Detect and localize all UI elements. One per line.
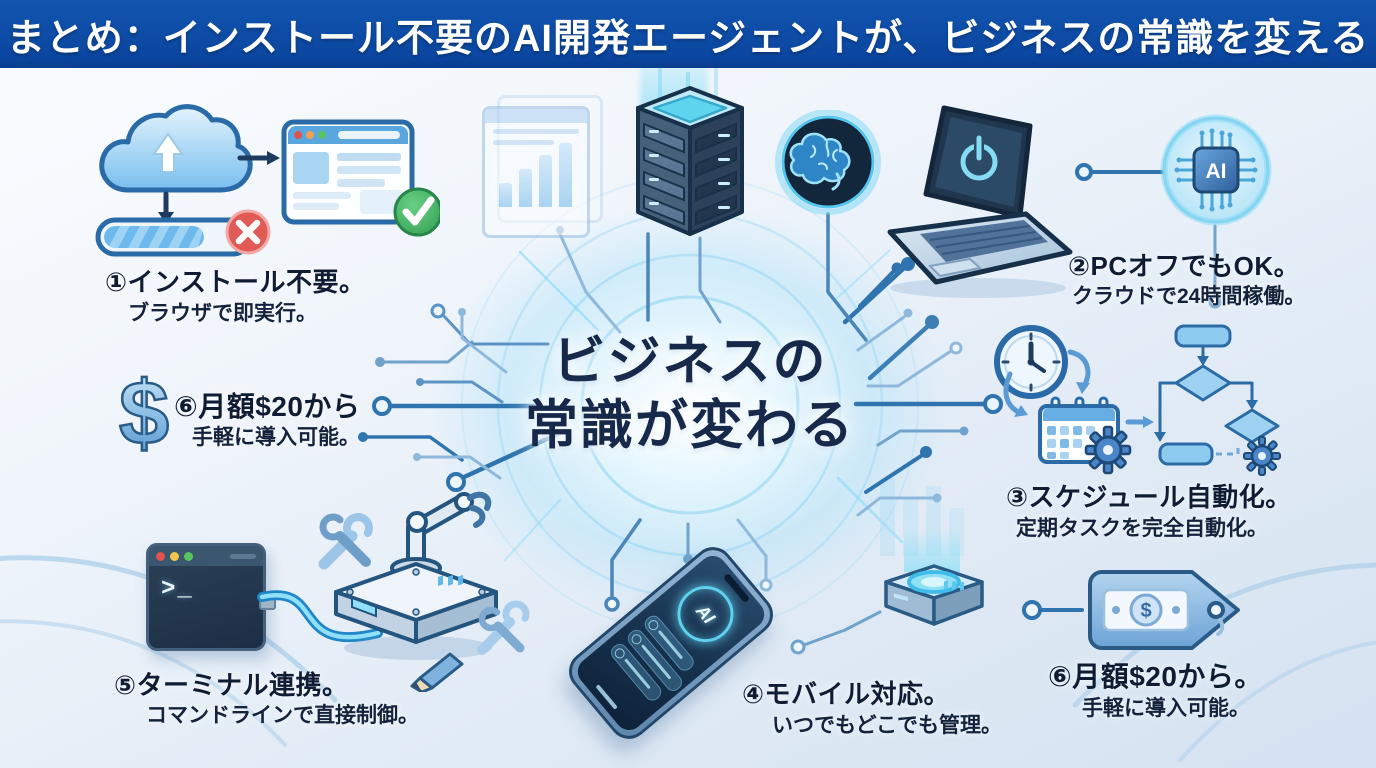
server-rack-icon (636, 86, 744, 236)
flowchart-icon (1154, 324, 1280, 466)
feature-install-title: ①インストール不要。 (105, 267, 366, 297)
gear-icon (1084, 425, 1132, 475)
check-badge-icon (393, 187, 440, 237)
error-badge-icon (225, 209, 271, 255)
tag-hole (1207, 601, 1225, 619)
clock-icon (994, 325, 1068, 399)
banknote-dollar-label: $ (1140, 600, 1151, 622)
wrench-icon (477, 600, 530, 655)
svg-text:$: $ (119, 364, 169, 460)
feature-terminal-title: ⑤ターミナル連携。 (114, 670, 349, 700)
usb-cable-icon (257, 590, 383, 643)
feature-pcoff-icons: AI (887, 105, 1272, 298)
ai-brain-icon (775, 110, 881, 215)
terminal-window-icon: >_ (146, 543, 276, 651)
feature-pcoff-subtitle: クラウドで24時間稼働。 (1072, 285, 1306, 308)
feature-mobile-subtitle: いつでもどこでも管理。 (772, 714, 1002, 737)
upload-arrow-icon (152, 132, 184, 173)
feature-install-subtitle: ブラウザで即実行。 (128, 302, 317, 325)
hub-port-icon (351, 596, 377, 618)
feature-schedule-icons (994, 324, 1281, 476)
gear-small-icon (1243, 436, 1281, 476)
bar-chart-icon (499, 143, 572, 207)
feature-price-bottom-title: ⑥月額$20から。 (1048, 661, 1263, 692)
dollar-sign-icon: $ (118, 364, 171, 460)
feature-schedule-subtitle: 定期タスクを完全自動化。 (1016, 517, 1268, 540)
curved-arrow-icon (1003, 349, 1091, 416)
browser-window-icon (281, 119, 415, 225)
header-banner: まとめ：インストール不要のAI開発エージェントが、ビジネスの常識を変える (0, 0, 1376, 68)
power-symbol-icon (960, 133, 998, 181)
progress-bar-icon (95, 217, 253, 257)
ai-chip-label: AI (1206, 160, 1227, 183)
analytics-window-titlebar (485, 109, 587, 123)
laptop-power-icon (887, 105, 1073, 298)
right-arrow-icon (237, 151, 280, 165)
feature-price-bottom-subtitle: 手軽に導入可能。 (1082, 697, 1250, 720)
ai-chip-icon: AI (1160, 114, 1272, 226)
pencil-icon (410, 652, 464, 692)
price-tag-icon: $ (1088, 570, 1240, 650)
feature-mobile-title: ④モバイル対応。 (742, 679, 951, 709)
wrench-tools-icon (318, 513, 373, 570)
central-message-line2: 常識が変わる (525, 395, 855, 455)
feature-price-left-title: ⑥月額$20から (174, 391, 361, 422)
terminal-prompt: >_ (161, 576, 194, 603)
connector-line (1075, 163, 1164, 181)
feature-terminal-subtitle: コマンドラインで直接制御。 (146, 704, 419, 727)
central-message-line1: ビジネスの (552, 332, 828, 391)
robot-arm-icon (390, 491, 492, 579)
feature-pcoff-title: ②PCオフでもOK。 (1068, 251, 1301, 281)
analytics-window-icon (482, 106, 590, 238)
cloud-upload-icon (99, 104, 253, 193)
terminal-titlebar (149, 546, 263, 566)
header-title: まとめ：インストール不要のAI開発エージェントが、ビジネスの常識を変える (6, 17, 1370, 60)
glow-box-device-icon (884, 528, 984, 626)
feature-install-icons (95, 104, 440, 257)
central-message: ビジネスの 常識が変わる (460, 330, 920, 457)
feature-schedule-title: ③スケジュール自動化。 (1006, 482, 1292, 512)
feature-price-left-subtitle: 手軽に導入可能。 (192, 426, 360, 449)
